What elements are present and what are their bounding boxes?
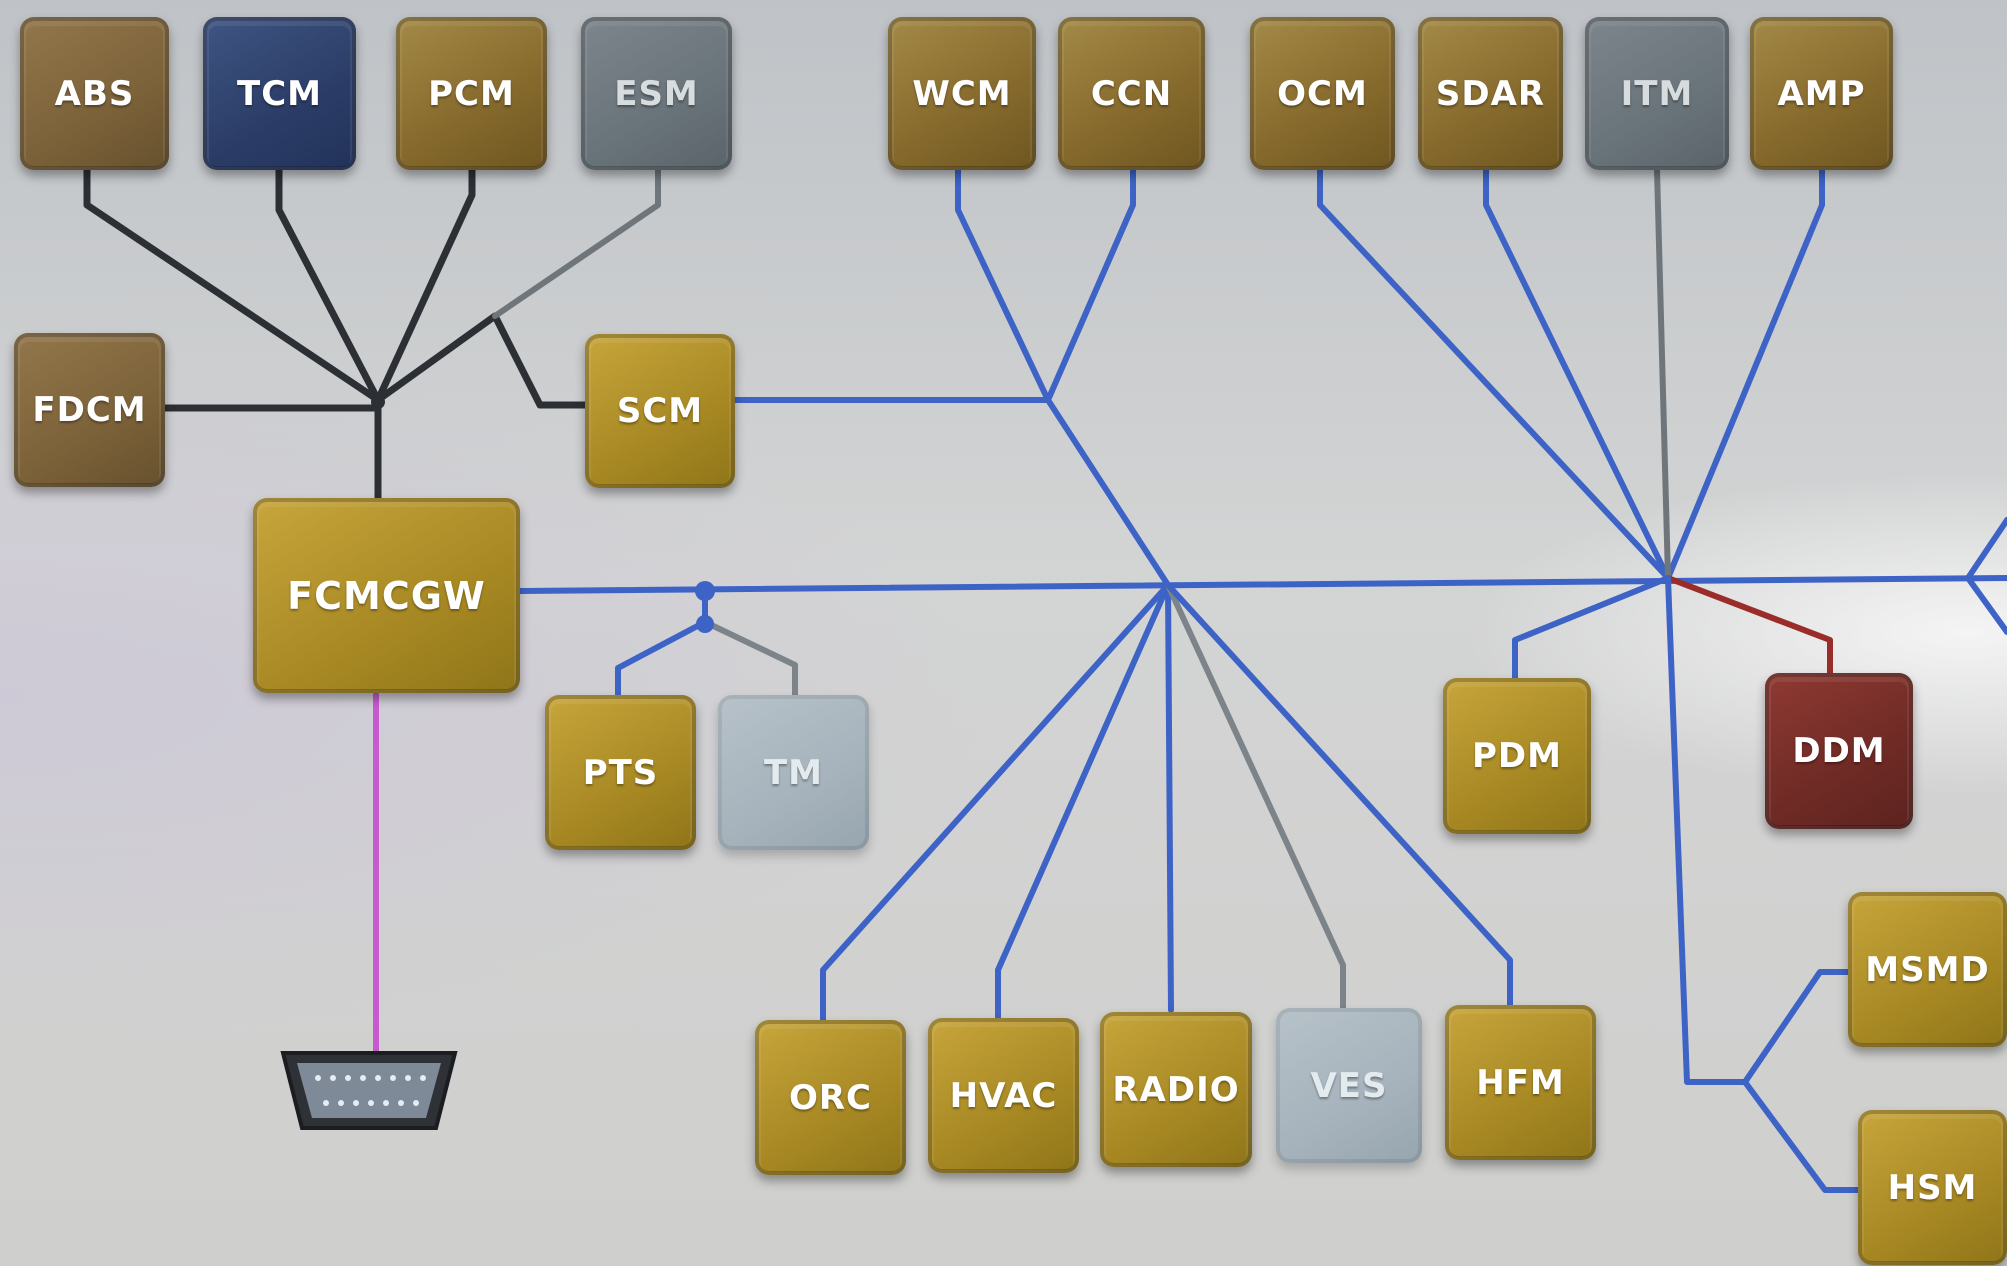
wire-msmd [1742,969,1851,1085]
module-tm[interactable]: TM [718,695,869,850]
module-label: MSMD [1865,949,1990,990]
wire-hsm [1742,1079,1861,1193]
wire-esm [492,167,661,319]
module-label: FDCM [32,390,147,430]
obd-port-icon [280,1051,458,1130]
module-label: FCMCGW [287,573,486,618]
wire-hfm [1165,582,1513,1008]
module-fdcm[interactable]: FDCM [14,333,165,487]
wire-amp [1665,167,1825,581]
module-ocm[interactable]: OCM [1250,17,1395,170]
module-itm[interactable]: ITM [1585,17,1729,170]
module-pts[interactable]: PTS [545,695,696,850]
wire-pts [615,619,708,698]
module-label: ORC [788,1077,873,1118]
wire-ves [1165,582,1346,1013]
module-label: HVAC [949,1075,1058,1116]
module-tcm[interactable]: TCM [203,17,356,170]
wire-wcm [955,167,1051,403]
module-esm[interactable]: ESM [581,17,732,170]
module-hsm[interactable]: HSM [1858,1110,2007,1265]
wire-ccn [1045,167,1136,403]
module-orc[interactable]: ORC [755,1020,906,1175]
module-label: OCM [1277,73,1368,114]
module-label: PCM [428,73,515,114]
module-fcmcgw[interactable]: FCMCGW [253,498,520,693]
module-pdm[interactable]: PDM [1443,678,1591,834]
module-label: RADIO [1112,1069,1240,1110]
module-hfm[interactable]: HFM [1445,1005,1596,1160]
module-wcm[interactable]: WCM [888,17,1036,170]
wire-backbone [517,575,2007,594]
module-label: PTS [582,752,659,793]
wire-itm [1654,167,1671,581]
wire-radio [1165,582,1174,1013]
module-sdar[interactable]: SDAR [1418,17,1563,170]
module-hvac[interactable]: HVAC [928,1018,1079,1173]
module-radio[interactable]: RADIO [1100,1012,1252,1167]
wire-ddm [1665,575,1833,676]
module-label: VES [1310,1065,1388,1106]
module-label: DDM [1792,731,1886,771]
wire-tcm [275,166,382,404]
wire-scm [374,312,589,409]
wire-ocm [1317,167,1671,581]
wire-vertical-right [1665,575,1748,1085]
module-scm[interactable]: SCM [585,334,735,488]
wire-tm [702,619,798,698]
junction-dark [371,395,385,409]
junction-pts-lower [696,615,714,633]
wire-sdar [1483,167,1671,581]
module-label: PDM [1472,736,1562,776]
wire-pcm [374,166,476,404]
module-label: AMP [1777,73,1866,114]
module-amp[interactable]: AMP [1750,17,1893,170]
module-label: ABS [54,73,135,114]
module-label: HFM [1476,1062,1565,1103]
wire-edge-right [1965,517,2007,635]
module-abs[interactable]: ABS [20,17,169,170]
module-ddm[interactable]: DDM [1765,673,1913,829]
module-ccn[interactable]: CCN [1058,17,1205,170]
module-pcm[interactable]: PCM [396,17,547,170]
module-label: WCM [912,73,1012,114]
module-label: ITM [1620,73,1694,114]
junction-pts [695,581,715,601]
wire-trunk-1 [1045,397,1171,588]
module-label: HSM [1887,1167,1978,1208]
module-label: SDAR [1435,73,1546,114]
module-label: TCM [237,73,322,114]
module-ves[interactable]: VES [1276,1008,1422,1163]
module-label: TM [763,752,824,793]
wire-abs [83,166,382,404]
module-label: SCM [616,391,704,431]
module-label: ESM [614,73,699,114]
module-label: CCN [1090,73,1173,114]
bus-wires [83,166,2007,1193]
wire-orc [820,582,1171,1023]
wire-pdm [1512,575,1671,681]
module-msmd[interactable]: MSMD [1848,892,2007,1047]
wire-hvac [995,582,1171,1021]
